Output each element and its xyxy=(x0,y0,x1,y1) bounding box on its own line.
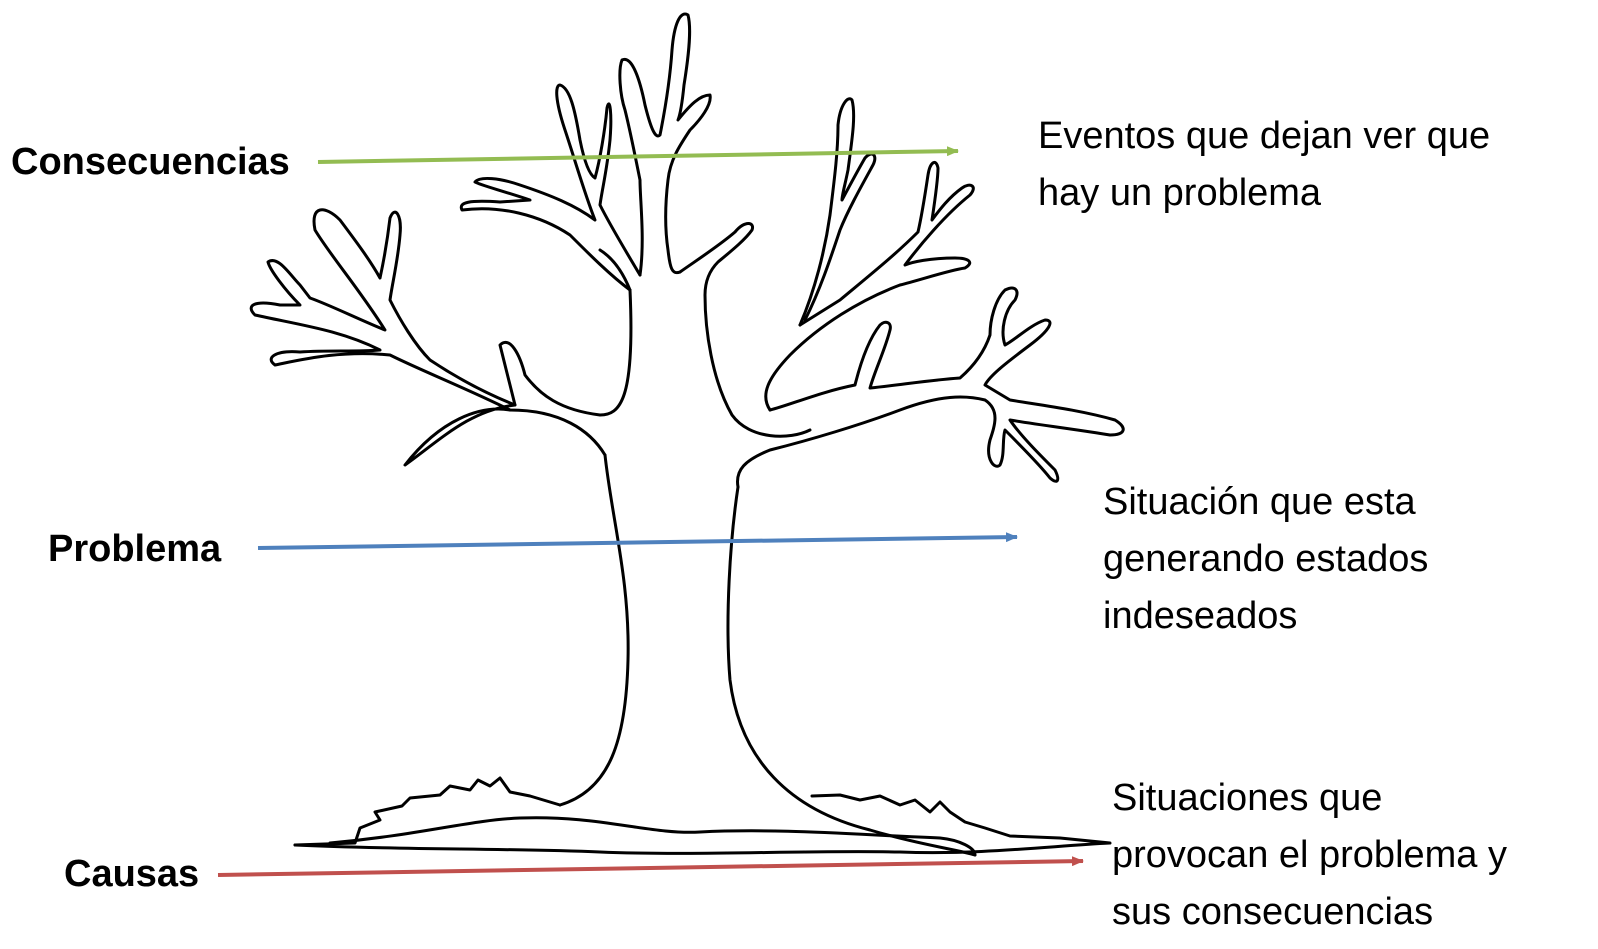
tree-branch xyxy=(459,83,642,292)
tree-ground xyxy=(328,816,977,857)
problem-label: Problema xyxy=(48,528,222,570)
tree-branch xyxy=(764,160,975,412)
causes-arrow xyxy=(217,856,1084,877)
tree-branch xyxy=(403,248,633,467)
tree-outline-icon xyxy=(249,12,1125,857)
consequences-description: Eventos que dejan ver que hay un problem… xyxy=(1038,115,1491,214)
tree-branch xyxy=(249,208,517,412)
causes-description: Situaciones que provocan el problema y s… xyxy=(1112,777,1507,933)
tree-trunk xyxy=(726,485,977,857)
problem-description: Situación que esta generando estados ind… xyxy=(1103,481,1429,637)
tree-trunk xyxy=(558,453,630,807)
tree-ground xyxy=(293,776,562,847)
tree-branch xyxy=(798,97,877,327)
tree-branch xyxy=(678,222,812,438)
tree-branch xyxy=(735,286,1125,489)
tree-ground xyxy=(293,793,1112,855)
consequences-label: Consecuencias xyxy=(11,141,290,183)
tree-branch xyxy=(618,12,712,277)
causes-label: Causas xyxy=(64,853,200,895)
problem-arrow xyxy=(257,532,1018,550)
consequences-arrow xyxy=(317,146,959,164)
